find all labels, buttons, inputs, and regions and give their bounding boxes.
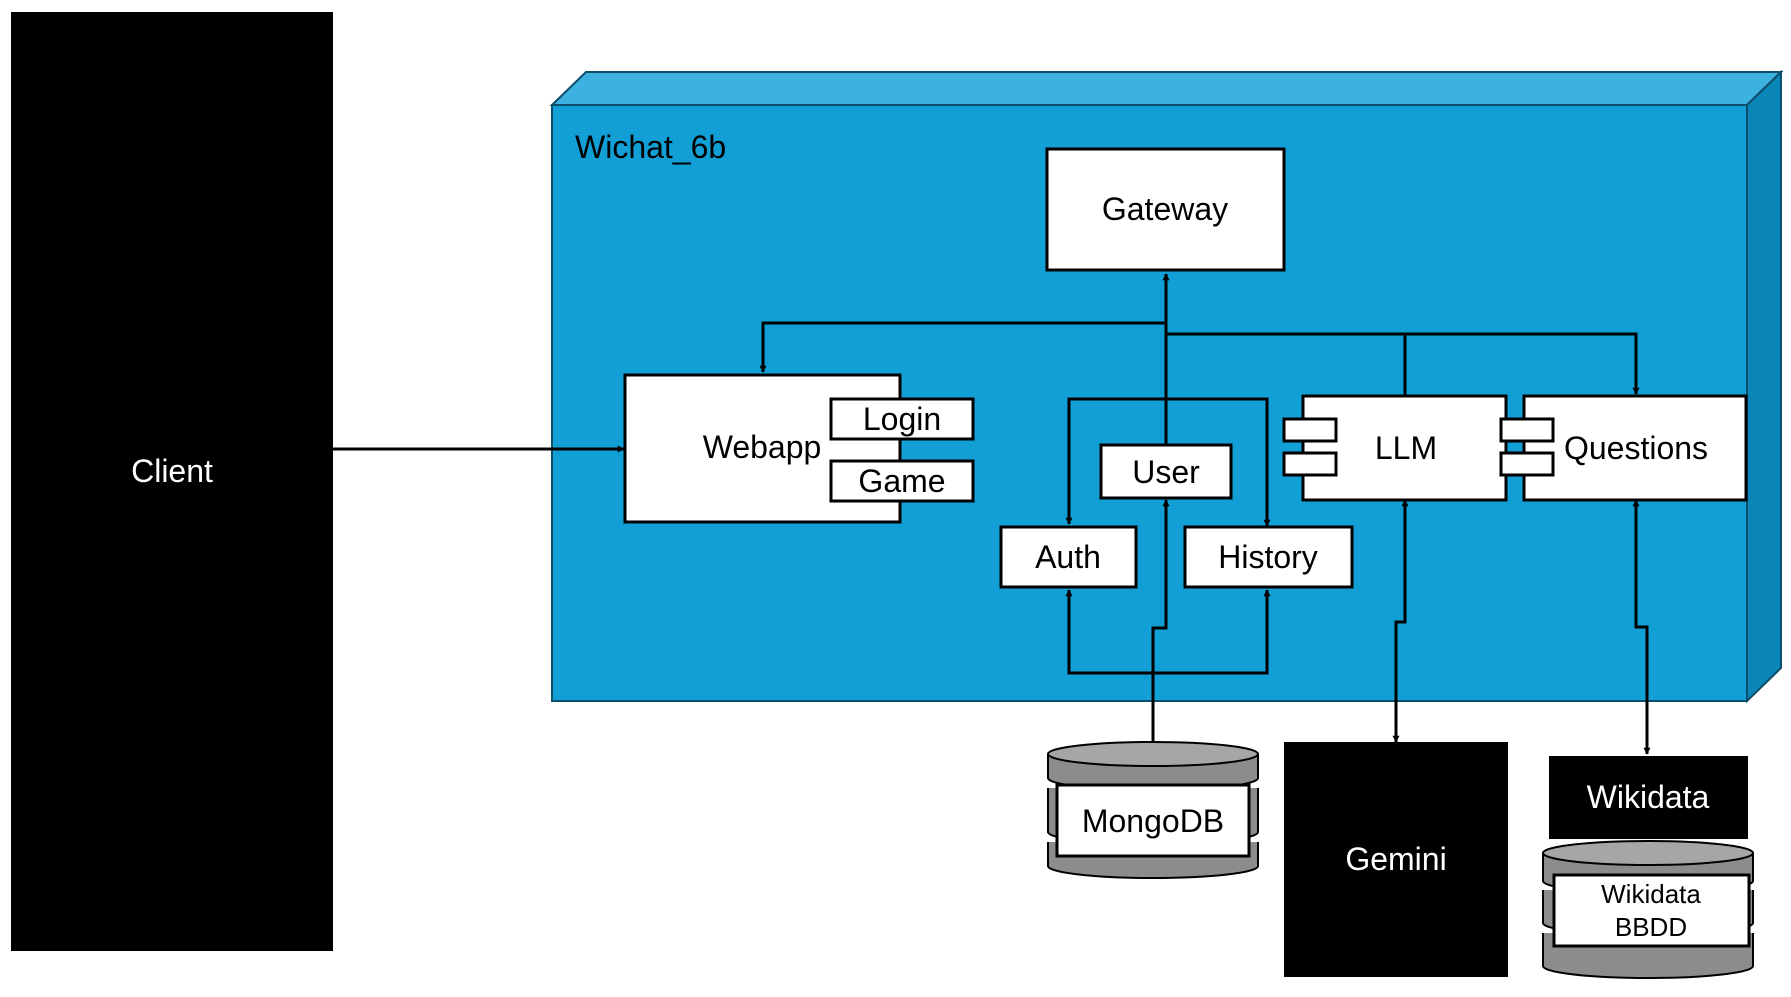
questions-to-wikidata <box>1632 499 1651 755</box>
webapp-label: Webapp <box>703 429 822 465</box>
gateway-label: Gateway <box>1102 191 1228 227</box>
bus-to-webapp <box>759 321 1166 373</box>
container-top-face <box>549 71 1784 106</box>
wikidata-node: Wikidata <box>1549 756 1748 839</box>
history-box: History <box>1183 525 1354 589</box>
wikidata-bbdd-label-line1: Wikidata <box>1601 879 1701 909</box>
wikidata-bbdd-cylinder-cap <box>1542 840 1754 866</box>
mongodb-database: MongoDB <box>1047 741 1259 879</box>
questions-port-bottom <box>1499 451 1555 477</box>
questions-label: Questions <box>1564 430 1708 466</box>
bus-to-questions <box>1405 332 1640 395</box>
mongodb-cylinder-cap <box>1047 741 1259 767</box>
auth-label: Auth <box>1035 539 1101 575</box>
wikidata-bbdd-database: Wikidata BBDD <box>1542 840 1754 979</box>
client-node: Client <box>11 12 333 951</box>
wikidata-bbdd-label-box <box>1552 873 1751 948</box>
gateway-box: Gateway <box>1045 147 1286 272</box>
llm-port-bottom <box>1282 451 1338 477</box>
container-label: Wichat_6b <box>575 129 726 165</box>
login-box <box>829 397 975 441</box>
client-label: Client <box>131 453 213 489</box>
questions-component: Questions <box>1499 394 1748 502</box>
llm-port-top <box>1282 417 1338 443</box>
game-label: Game <box>858 463 945 499</box>
container-side-face <box>1746 69 1782 704</box>
connectors <box>333 273 1651 759</box>
llm-to-gemini <box>1392 499 1409 743</box>
wikidata-bbdd-label-line2: BBDD <box>1615 912 1687 942</box>
user-box: User <box>1099 443 1233 500</box>
llm-component: LLM <box>1282 394 1508 502</box>
webapp-box: Webapp Login Game <box>623 373 975 524</box>
gemini-node: Gemini <box>1284 742 1508 977</box>
questions-port-top <box>1499 417 1555 443</box>
bus-to-auth <box>1065 397 1271 527</box>
mongodb-label-box <box>1055 783 1251 858</box>
mongodb-label: MongoDB <box>1082 803 1224 839</box>
wikidata-label: Wikidata <box>1587 779 1710 815</box>
auth-box: Auth <box>999 525 1138 589</box>
user-label: User <box>1132 454 1200 490</box>
gemini-label: Gemini <box>1345 841 1446 877</box>
llm-label: LLM <box>1375 430 1437 466</box>
game-box <box>829 459 975 503</box>
user-to-mongodb <box>1149 499 1170 759</box>
login-label: Login <box>863 401 941 437</box>
history-label: History <box>1218 539 1318 575</box>
